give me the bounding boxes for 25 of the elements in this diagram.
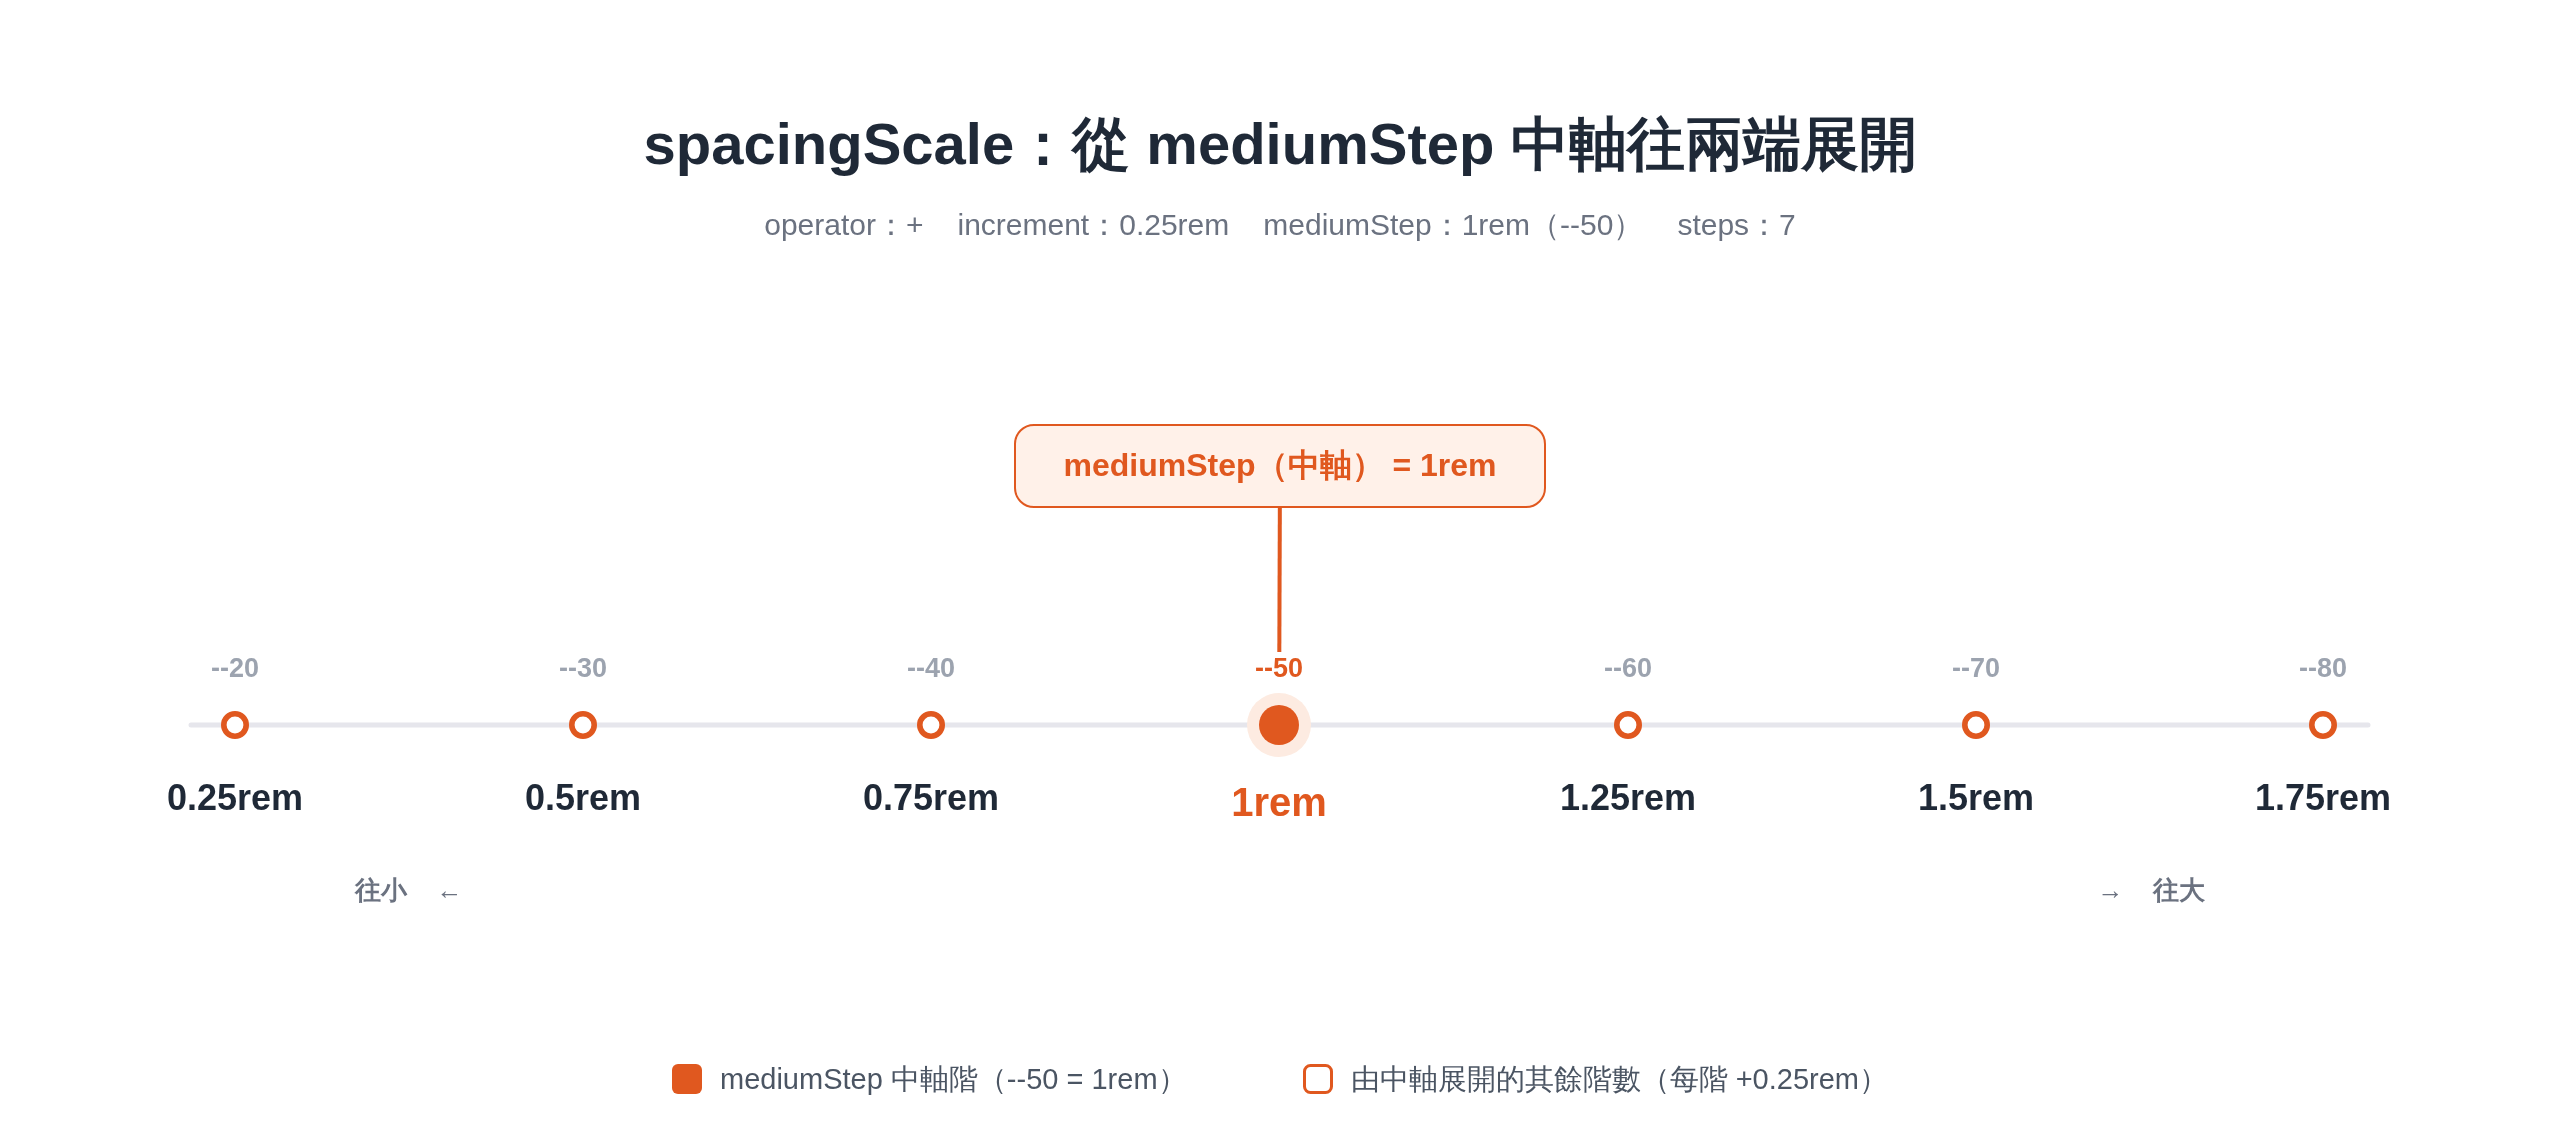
value-label: 1.25rem bbox=[1559, 776, 1697, 820]
token-label: --20 bbox=[211, 652, 259, 684]
leader-line bbox=[1277, 508, 1282, 652]
subtitle-text: operator：+ bbox=[764, 207, 924, 243]
value-label: 0.5rem bbox=[524, 776, 642, 820]
token-label: --80 bbox=[2299, 652, 2347, 684]
token-label: --40 bbox=[907, 652, 955, 684]
value-label: 1rem bbox=[1231, 779, 1327, 826]
callout-box: mediumStep（中軸） = 1rem bbox=[1014, 424, 1546, 508]
token-label: --70 bbox=[1952, 652, 2000, 684]
direction-label: → 往大 bbox=[2097, 875, 2205, 905]
value-label: 0.75rem bbox=[862, 776, 1000, 820]
legend-label: mediumStep 中軸階（--50 = 1rem） bbox=[720, 1062, 1187, 1097]
subtitle-text: steps：7 bbox=[1677, 207, 1796, 243]
subtitle-text: increment：0.25rem bbox=[957, 207, 1230, 243]
legend-label: 由中軸展開的其餘階數（每階 +0.25rem） bbox=[1350, 1062, 1888, 1097]
value-label: 1.75rem bbox=[2254, 776, 2392, 820]
token-label: --60 bbox=[1604, 652, 1652, 684]
value-label: 1.5rem bbox=[1917, 776, 2035, 820]
token-label: --30 bbox=[559, 652, 607, 684]
subtitle-text: mediumStep：1rem（--50） bbox=[1263, 207, 1644, 243]
token-label: --50 bbox=[1255, 652, 1303, 684]
direction-label: 往小 ← bbox=[355, 875, 463, 905]
value-label: 0.25rem bbox=[166, 776, 304, 820]
title: spacingScale：從 mediumStep 中軸往兩端展開 bbox=[643, 111, 1917, 176]
